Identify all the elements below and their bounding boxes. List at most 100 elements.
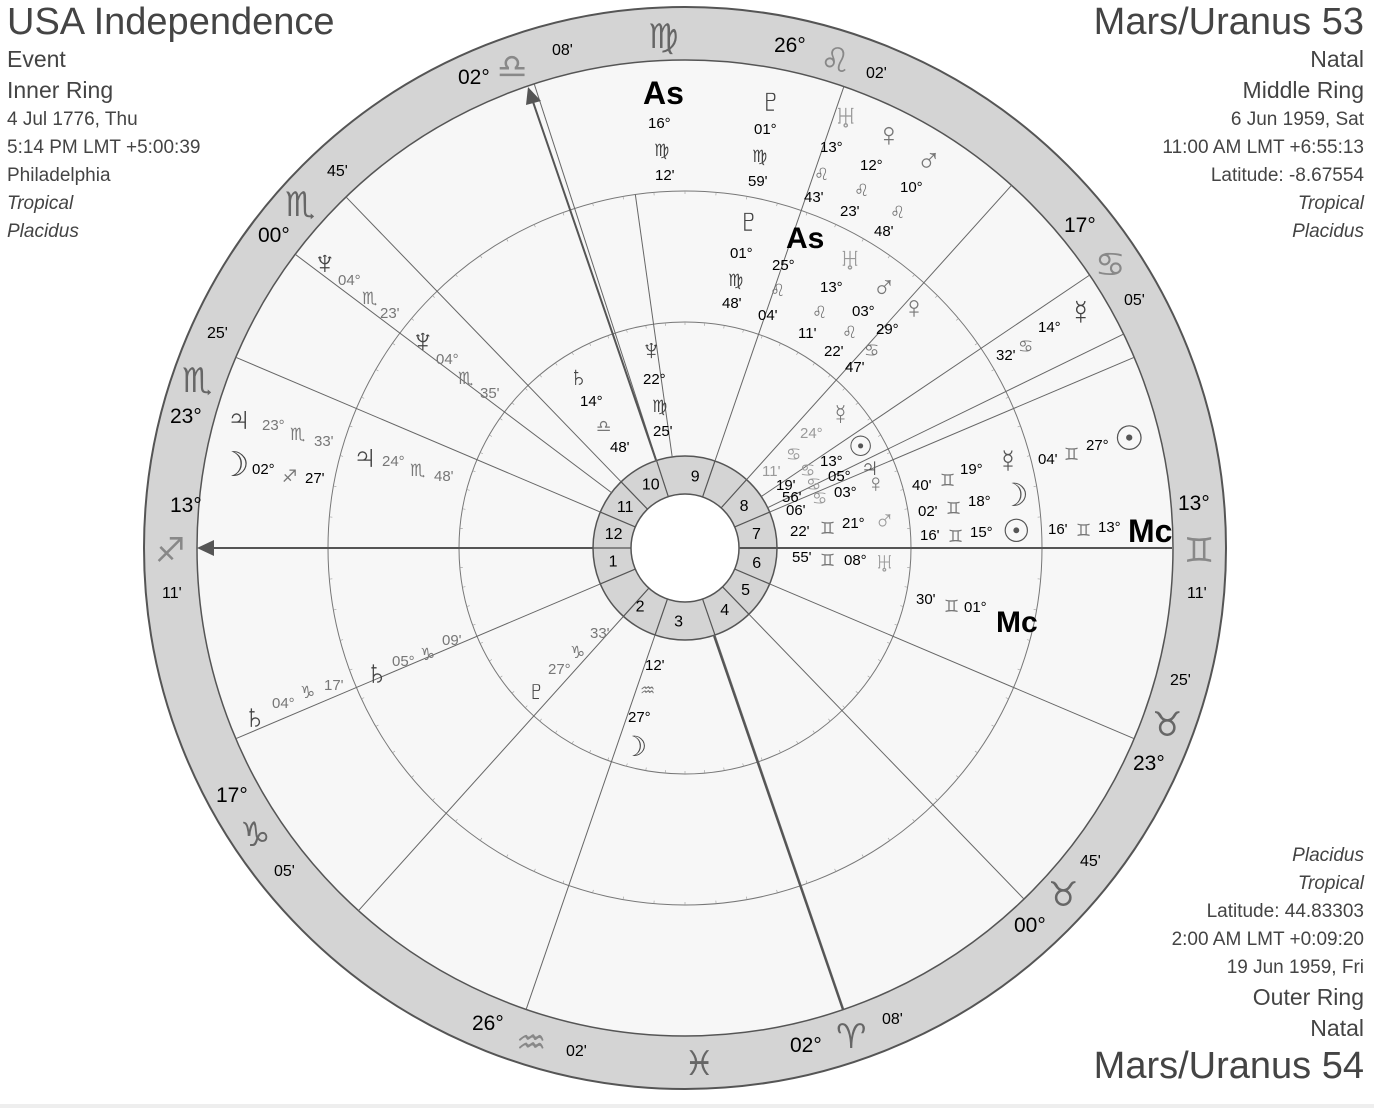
degree-tick (855, 402, 859, 405)
scorpio-icon: ♏ (362, 289, 377, 308)
degree-tick (539, 374, 542, 378)
inner-ring-info-panel: USA Independence Event Inner Ring 4 Jul … (7, 0, 335, 246)
degree-tick (562, 880, 565, 884)
leo-icon: ♌ (770, 281, 785, 300)
cusp-degree: 17° (216, 784, 248, 807)
degree-tick (499, 418, 503, 421)
gemini-icon: ♊ (1076, 521, 1091, 540)
house-number: 10 (642, 477, 660, 494)
degree-tick (900, 605, 904, 607)
capricorn-icon: ♑ (570, 643, 585, 662)
degree-tick (760, 335, 763, 339)
libra-icon: ♎ (596, 417, 611, 436)
scorpio-icon: ♏ (410, 461, 425, 480)
mercury-icon: ☿ (996, 443, 1020, 479)
planet-degree: 05° (392, 653, 415, 670)
degree-tick (805, 880, 808, 884)
planet-minutes: 09' (442, 632, 462, 649)
middle-ring-label: Middle Ring (1242, 77, 1364, 103)
cusp-degree: 26° (774, 34, 806, 57)
degree-tick (499, 675, 503, 678)
house-sector-divider (722, 586, 750, 615)
cusp-minutes: 05' (274, 863, 295, 880)
degree-tick (539, 718, 542, 722)
degree-tick (842, 387, 846, 391)
degree-tick (955, 318, 959, 321)
planet-degree: 10° (900, 179, 923, 196)
degree-tick (746, 196, 748, 200)
degree-tick (592, 203, 594, 207)
outer-ring-houses: Placidus (1292, 845, 1364, 866)
planet-minutes: 16' (1048, 521, 1068, 538)
virgo-icon: ♍ (652, 397, 667, 416)
planet-minutes: 47' (845, 359, 865, 376)
virgo-icon: ♍ (752, 147, 767, 166)
degree-tick (349, 425, 353, 428)
leo-icon: ♌ (890, 203, 905, 222)
house-sector-divider (620, 481, 648, 510)
middle-ring-info-panel: Mars/Uranus 53 Natal Middle Ring 6 Jun 1… (1094, 0, 1364, 246)
planet-degree: 21° (842, 515, 865, 532)
middle-ring-date: 6 Jun 1959, Sat (1230, 109, 1364, 130)
planet-degree: 08° (844, 552, 867, 569)
degree-tick (894, 623, 898, 626)
degree-tick (589, 749, 592, 753)
cusp-minutes: 25' (1170, 672, 1191, 689)
planet-minutes: 02' (918, 503, 938, 520)
taurus-icon: ♉ (1048, 876, 1078, 914)
jupiter-icon: ♃ (860, 452, 880, 482)
planet-minutes: 48' (610, 439, 630, 456)
degree-tick (855, 691, 859, 694)
planet-minutes: 11' (798, 325, 817, 342)
degree-tick (506, 238, 509, 242)
planet-minutes: 16' (920, 527, 940, 544)
midheaven-icon: Mc (996, 606, 1038, 639)
cusp-degree: 13° (1178, 492, 1210, 515)
house-number: 8 (740, 498, 749, 515)
inner-ring-zodiac: Tropical (7, 193, 74, 214)
planet-degree: 24° (800, 425, 823, 442)
capricorn-icon: ♑ (240, 816, 270, 854)
planet-minutes: 33' (590, 625, 610, 642)
degree-tick (562, 212, 565, 216)
neptune-icon: ♆ (312, 244, 338, 282)
midheaven-arrow-icon (526, 87, 541, 105)
degree-tick (462, 508, 466, 510)
degree-tick (894, 470, 898, 473)
inner-ring-type: Event (7, 46, 66, 72)
degree-tick (746, 896, 748, 900)
planet-minutes: 59' (748, 173, 768, 190)
degree-tick (935, 798, 938, 801)
planet-minutes: 23' (840, 203, 860, 220)
virgo-icon: ♍ (648, 18, 678, 56)
mercury-icon: ☿ (1068, 294, 1094, 332)
degree-tick (555, 730, 558, 734)
planet-degree: 27° (548, 661, 571, 678)
gemini-icon: ♊ (1184, 532, 1214, 570)
degree-tick (1017, 425, 1021, 428)
cusp-degree: 13° (170, 494, 202, 517)
inner-ring-place: Philadelphia (7, 165, 111, 186)
planet-minutes: 04' (1038, 451, 1058, 468)
degree-tick (462, 586, 466, 588)
uranus-icon: ♅ (833, 98, 859, 136)
cancer-icon: ♋ (806, 475, 821, 494)
degree-tick (886, 641, 890, 644)
degree-tick (1005, 697, 1009, 700)
pluto-icon: ♇ (526, 675, 547, 706)
cusp-minutes: 02' (566, 1043, 587, 1060)
house-sector-divider (702, 598, 716, 636)
degree-tick (877, 434, 881, 437)
planet-degree: 04° (436, 351, 459, 368)
degree-tick (834, 224, 837, 228)
cusp-degree: 23° (1133, 752, 1165, 775)
house-number: 6 (752, 555, 761, 572)
middle-ring-zodiac: Tropical (1297, 193, 1364, 214)
house-cusp-lines (235, 83, 1135, 1010)
planet-degree: 04° (272, 695, 295, 712)
cusp-minutes: 08' (882, 1011, 903, 1028)
degree-tick (375, 369, 379, 372)
house-number: 7 (752, 526, 761, 543)
sagittarius-icon: ♐ (155, 532, 185, 570)
